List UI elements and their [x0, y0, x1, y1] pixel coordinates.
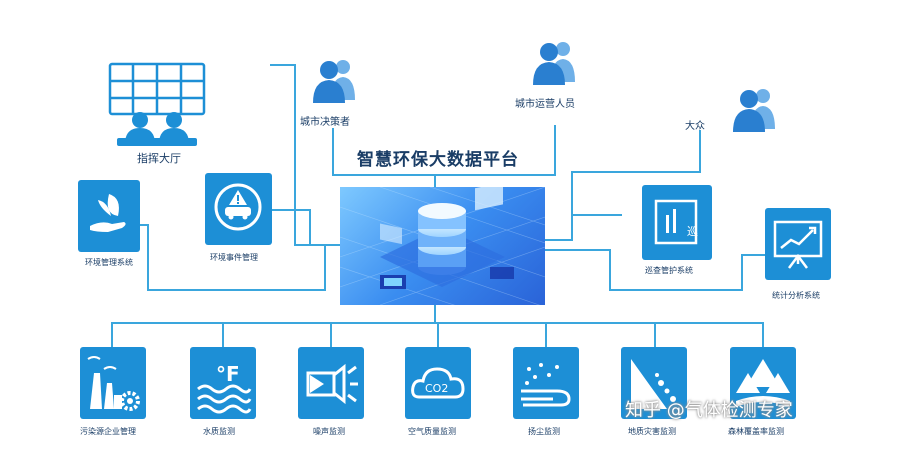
- env-management-label: 环境管理系统: [85, 258, 133, 267]
- patrol-box: 巡: [642, 185, 712, 260]
- water-temperature-icon: °F: [197, 362, 252, 414]
- monitor-label-6: 地质灾害监测: [628, 427, 676, 436]
- chart-board-icon: [773, 220, 823, 269]
- env-management-box: [78, 180, 140, 252]
- monitor-label-2: 水质监测: [203, 427, 235, 436]
- platform-title: 智慧环保大数据平台: [357, 150, 519, 170]
- statistics-box: [765, 208, 831, 280]
- public-icon: [725, 87, 785, 132]
- decision-makers-icon: [305, 58, 365, 103]
- monitor-label-5: 扬尘监测: [528, 427, 560, 436]
- platform-illustration: [340, 187, 545, 305]
- env-events-label: 环境事件管理: [210, 253, 258, 262]
- env-events-box: [205, 173, 272, 245]
- command-hall-icon: [107, 62, 207, 150]
- monitor-label-3: 噪声监测: [313, 427, 345, 436]
- monitor-air-box: CO2: [405, 347, 471, 419]
- car-alert-icon: [214, 183, 262, 231]
- monitor-dust-box: [513, 347, 579, 419]
- statistics-label: 统计分析系统: [772, 291, 820, 300]
- patrol-char: 巡: [687, 225, 698, 238]
- monitor-landslide-box: [621, 347, 687, 419]
- forest-icon: [736, 359, 790, 407]
- co2-text: CO2: [425, 382, 448, 395]
- dust-icon: [521, 363, 571, 407]
- patrol-chart-icon: 巡: [654, 199, 698, 245]
- monitor-label-4: 空气质量监测: [408, 427, 456, 436]
- leaf-hand-icon: [90, 194, 126, 232]
- monitor-label-1: 污染源企业管理: [80, 427, 136, 436]
- landslide-icon: [631, 359, 676, 409]
- public-label: 大众: [685, 121, 705, 132]
- monitor-water-box: °F: [190, 347, 256, 419]
- factory-icon: [87, 356, 140, 411]
- co2-cloud-icon: CO2: [411, 367, 465, 399]
- decision-makers-label: 城市决策者: [300, 117, 350, 128]
- speaker-icon: [306, 363, 358, 405]
- monitor-factory-box: [80, 347, 146, 419]
- monitor-label-7: 森林覆盖率监测: [728, 427, 784, 436]
- monitor-noise-box: [298, 347, 364, 419]
- operators-icon: [525, 40, 585, 85]
- patrol-label: 巡查管护系统: [645, 266, 693, 275]
- command-hall-label: 指挥大厅: [137, 152, 181, 165]
- fahrenheit-text: °F: [216, 362, 240, 386]
- monitor-forest-box: [730, 347, 796, 419]
- operators-label: 城市运营人员: [515, 99, 575, 110]
- watermark: 知乎 @气体检测专家: [625, 400, 793, 421]
